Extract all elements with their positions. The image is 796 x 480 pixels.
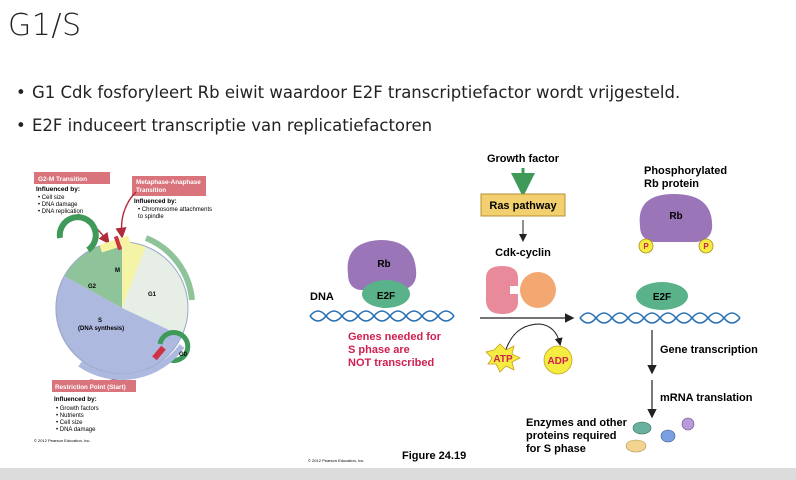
cdk-cyclin-label: Cdk-cyclin: [495, 247, 551, 259]
atp-burst: [485, 343, 521, 373]
not-transcribed-text: S phase are: [348, 344, 410, 356]
slide-title: G1/S: [8, 8, 82, 43]
metaphase-item: • Chromosome attachments: [138, 207, 212, 213]
phospho-rb-label: Rb protein: [644, 178, 699, 190]
g2m-item: • DNA replication: [38, 209, 83, 215]
phospho-rb-label: Phosphorylated: [644, 165, 727, 177]
e2f-right: [636, 282, 688, 310]
e2f-left: [362, 280, 410, 308]
e2f-right-label: E2F: [653, 292, 671, 303]
footer-bar: [0, 468, 796, 480]
phospho-rb-name: Rb: [669, 211, 682, 222]
g2m-box: [34, 172, 110, 184]
growth-factor-label: Growth factor: [487, 153, 560, 165]
pathway-copyright: © 2012 Pearson Education, Inc.: [308, 458, 365, 463]
not-transcribed-text: NOT transcribed: [348, 357, 434, 369]
enzymes-text: Enzymes and other: [526, 417, 628, 429]
dna-label: DNA: [310, 291, 334, 303]
dna-helix-left: [309, 310, 455, 322]
g2m-item: • Cell size: [38, 195, 65, 201]
restriction-title: Restriction Point (Start): [55, 384, 126, 391]
phosphate-right-label: P: [703, 242, 709, 251]
enzyme-shapes: [625, 417, 695, 453]
phase-s-label: S: [98, 318, 102, 324]
metaphase-title: Metaphase-Anaphase: [136, 179, 201, 186]
bullet-item: E2F induceert transcriptie van replicati…: [16, 109, 680, 142]
cdk-cyclin-complex: [486, 266, 556, 314]
g2m-item: • DNA damage: [38, 202, 78, 208]
g2m-title: G2-M Transition: [38, 176, 87, 183]
rb-protein: [347, 240, 417, 290]
mrna-translation-label: mRNA translation: [660, 392, 753, 404]
metaphase-title: Transition: [136, 187, 166, 194]
cell-cycle-copyright: © 2012 Pearson Education, Inc.: [34, 438, 91, 443]
rb-label: Rb: [377, 259, 390, 270]
adp-circle: [543, 345, 573, 375]
metaphase-item: to spindle: [138, 214, 164, 220]
phase-g2-label: G2: [88, 284, 97, 290]
cycle-wheel: [55, 241, 189, 375]
g2m-influenced: Influenced by:: [36, 186, 80, 193]
pathway-figure: Growth factor Ras pathway Cdk-cyclin Rb …: [308, 153, 758, 463]
phase-m-label: M: [115, 268, 120, 274]
atp-label: ATP: [493, 354, 513, 365]
phase-g0-label: G0: [179, 352, 188, 358]
phosphate-left: [638, 238, 654, 254]
restriction-influenced: Influenced by:: [54, 396, 97, 403]
dna-helix-right: [579, 312, 741, 324]
restriction-item: • Cell size: [56, 420, 83, 426]
phase-s-sub: (DNA synthesis): [78, 326, 124, 332]
ras-pathway-label: Ras pathway: [489, 200, 557, 212]
restriction-item: • DNA damage: [56, 427, 96, 433]
bullet-item: G1 Cdk fosforyleert Rb eiwit waardoor E2…: [16, 76, 680, 109]
phosphate-left-label: P: [643, 242, 649, 251]
restriction-item: • Nutrients: [56, 413, 84, 419]
restriction-box: [52, 380, 136, 392]
enzymes-text: for S phase: [526, 443, 586, 455]
not-transcribed-text: Genes needed for: [348, 331, 442, 343]
bullet-list: G1 Cdk fosforyleert Rb eiwit waardoor E2…: [16, 76, 680, 142]
adp-label: ADP: [547, 356, 568, 367]
cell-cycle-figure: G2-M Transition Influenced by: • Cell si…: [34, 172, 212, 443]
metaphase-influenced: Influenced by:: [134, 198, 177, 205]
e2f-left-label: E2F: [377, 291, 395, 302]
enzymes-text: proteins required: [526, 430, 616, 442]
phospho-rb-protein: [639, 194, 713, 242]
figure-label: Figure 24.19: [402, 450, 466, 462]
phosphate-right: [698, 238, 714, 254]
metaphase-box: [132, 176, 206, 196]
phase-g1-label: G1: [148, 292, 157, 298]
ras-pathway-box: [480, 193, 566, 217]
restriction-item: • Growth factors: [56, 406, 99, 412]
gene-transcription-label: Gene transcription: [660, 344, 758, 356]
